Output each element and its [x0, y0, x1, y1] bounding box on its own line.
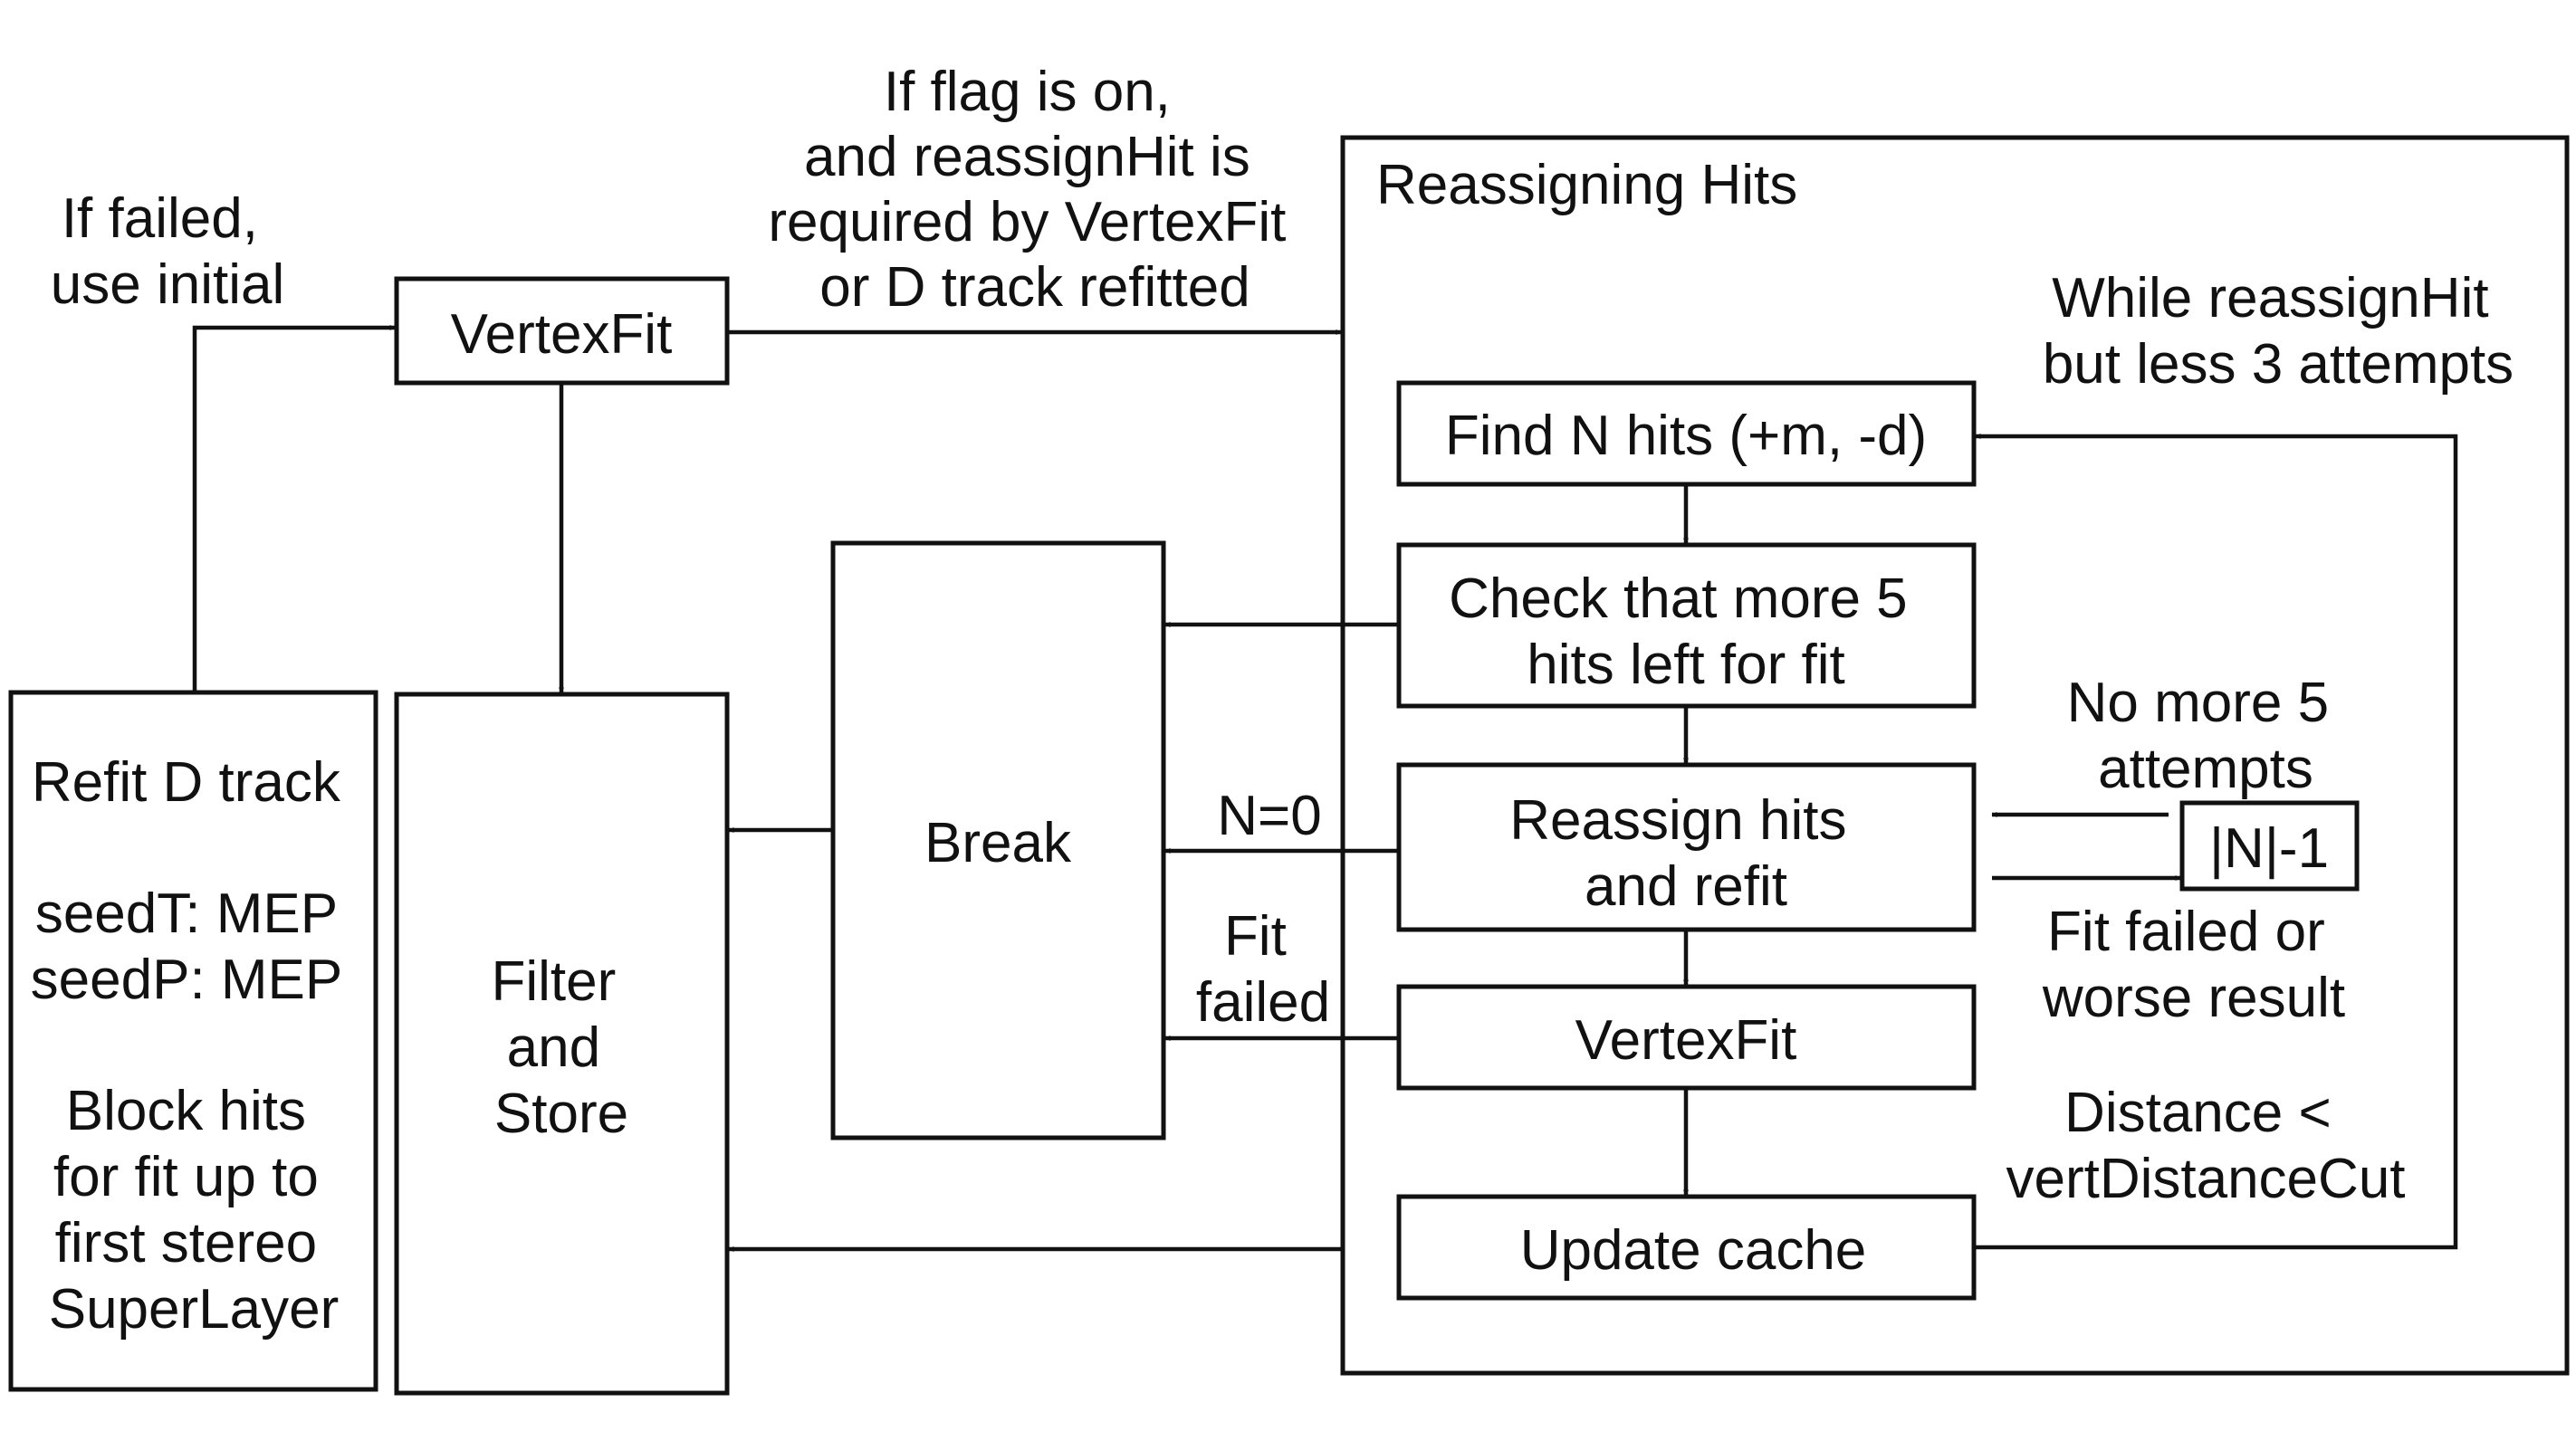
- label-n-equals-0: N=0: [1217, 785, 1321, 847]
- break-label: Break: [924, 812, 1072, 874]
- n-minus-one-box: [2179, 800, 2360, 892]
- arrow-loop-update-to-find: [1974, 434, 2458, 1250]
- label-fit-failed-or-worse: Fit failed or worse result: [2042, 901, 2345, 1029]
- arrow-refit-to-vertexfit: [192, 325, 396, 692]
- label-distance-cut: Distance < vertDistanceCut: [2006, 1082, 2405, 1210]
- vertexfit-inner-label: VertexFit: [1575, 1009, 1797, 1072]
- reassign-refit-label: Reassign hits and refit: [1509, 789, 1862, 918]
- refit-d-track-text: Refit D track seedT: MEP seedP: MEP Bloc…: [31, 751, 358, 1341]
- reassigning-hits-container: [1340, 135, 2570, 1376]
- reassign-refit-box: [1396, 762, 1977, 932]
- check-hits-box: [1396, 542, 1977, 709]
- vertexfit-top-label: VertexFit: [451, 303, 673, 366]
- check-hits-label: Check that more 5 hits left for fit: [1449, 568, 1923, 696]
- filter-and-store-box: [394, 692, 730, 1396]
- label-while-reassignhit: While reassignHit but less 3 attempts: [2043, 267, 2514, 396]
- vertexfit-top-box: [394, 276, 730, 386]
- vertexfit-inner-box: [1396, 984, 1977, 1091]
- break-box: [830, 540, 1166, 1140]
- label-if-failed: If failed, use initial: [51, 187, 284, 316]
- label-fit-failed: Fit failed: [1196, 905, 1330, 1034]
- update-cache-label: Update cache: [1520, 1219, 1867, 1282]
- n-minus-one-label: |N|-1: [2209, 817, 2329, 880]
- label-if-flag-on: If flag is on, and reassignHit is requir…: [768, 61, 1301, 319]
- reassigning-hits-title: Reassigning Hits: [1376, 154, 1797, 216]
- update-cache-box: [1396, 1194, 1977, 1301]
- find-n-hits-label: Find N hits (+m, -d): [1445, 405, 1927, 467]
- filter-and-store-text: Filter and Store: [491, 950, 631, 1145]
- label-no-more-5: No more 5 attempts: [2067, 672, 2345, 800]
